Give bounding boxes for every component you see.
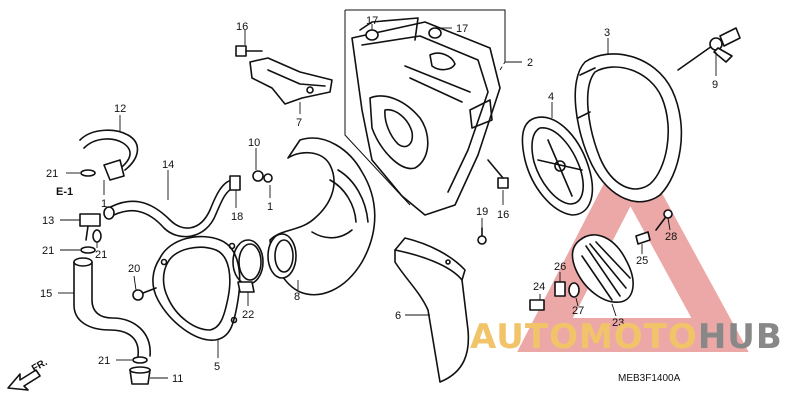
callout-9: 9 [712, 79, 718, 91]
callout-6: 6 [395, 310, 401, 322]
callout-16-top: 16 [236, 21, 248, 33]
callout-13: 13 [42, 215, 54, 227]
grommet-17-left [365, 29, 379, 41]
callout-28: 28 [665, 231, 677, 243]
bracket-7 [249, 57, 333, 105]
element-holder [521, 116, 594, 216]
callout-1-left: 1 [101, 198, 107, 210]
clamp-21-b [80, 246, 96, 254]
joint-13 [79, 213, 101, 241]
band-22 [232, 239, 264, 293]
bolt-19 [477, 227, 487, 245]
tube-14 [103, 179, 235, 238]
mud-guard-6 [394, 237, 470, 383]
callout-17-left: 17 [366, 15, 378, 27]
connecting-tube-8 [267, 137, 376, 296]
callout-27: 27 [572, 305, 584, 317]
cap-24 [529, 299, 545, 311]
grommet-17-right [428, 27, 442, 39]
callout-8: 8 [294, 291, 300, 303]
watermark-text-part1: AUTOMOTO [470, 317, 698, 357]
callout-14: 14 [162, 159, 174, 171]
bolt-20 [132, 287, 157, 301]
callout-16-right: 16 [497, 209, 509, 221]
callout-22: 22 [242, 309, 254, 321]
callout-21-d: 21 [95, 249, 107, 261]
callout-17-right: 17 [456, 23, 468, 35]
watermark-text: AUTOMOTOHUB [470, 317, 783, 357]
svg-text:AUTOMOTOHUB: AUTOMOTOHUB [470, 317, 783, 357]
front-direction-arrow: FR. [7, 357, 50, 391]
clip-10 [252, 170, 273, 183]
callout-2: 2 [527, 57, 533, 69]
bolt-16-right [487, 159, 509, 189]
air-cleaner-case [344, 9, 506, 216]
callout-labels: 16 17 17 2 3 4 9 7 16 12 21 E-1 1 14 13 … [40, 15, 718, 385]
callout-21-b: 21 [42, 245, 54, 257]
callout-26: 26 [554, 261, 566, 273]
screw-25 [635, 231, 651, 245]
callout-15: 15 [40, 288, 52, 300]
callout-12: 12 [114, 103, 126, 115]
drain-tube-15 [73, 257, 151, 357]
air-cleaner-element [574, 53, 683, 203]
plug-11 [129, 366, 151, 385]
watermark-text-part2: HUB [698, 317, 783, 357]
callout-24: 24 [533, 281, 545, 293]
callout-7: 7 [296, 117, 302, 129]
clamp-27 [568, 282, 580, 298]
gasket-5 [152, 235, 241, 341]
callout-5: 5 [214, 361, 220, 373]
callout-25: 25 [636, 255, 648, 267]
clamp-21-d [92, 229, 102, 243]
callout-23: 23 [612, 317, 624, 329]
callout-1-mid: 1 [267, 201, 273, 213]
diagram-code: MEB3F1400A [618, 373, 681, 384]
leader-lines [58, 24, 717, 379]
callout-19: 19 [476, 206, 488, 218]
cover-23 [571, 234, 634, 303]
callout-3: 3 [604, 27, 610, 39]
tube-12 [79, 129, 139, 181]
callout-20: 20 [128, 263, 140, 275]
callout-11: 11 [172, 373, 183, 385]
callout-4: 4 [548, 91, 554, 103]
clip-18 [229, 175, 241, 191]
callout-21-a: 21 [46, 168, 58, 180]
bolt-16-top [235, 45, 263, 57]
plug-26 [554, 281, 566, 297]
wing-bolt [677, 27, 741, 71]
callout-18: 18 [231, 211, 243, 223]
clamp-21-a [80, 169, 96, 177]
clamp-21-c [132, 356, 148, 364]
callout-10: 10 [248, 137, 260, 149]
callout-21-c: 21 [98, 355, 110, 367]
direction-label: FR. [30, 357, 50, 375]
reference-e1: E-1 [56, 186, 73, 198]
